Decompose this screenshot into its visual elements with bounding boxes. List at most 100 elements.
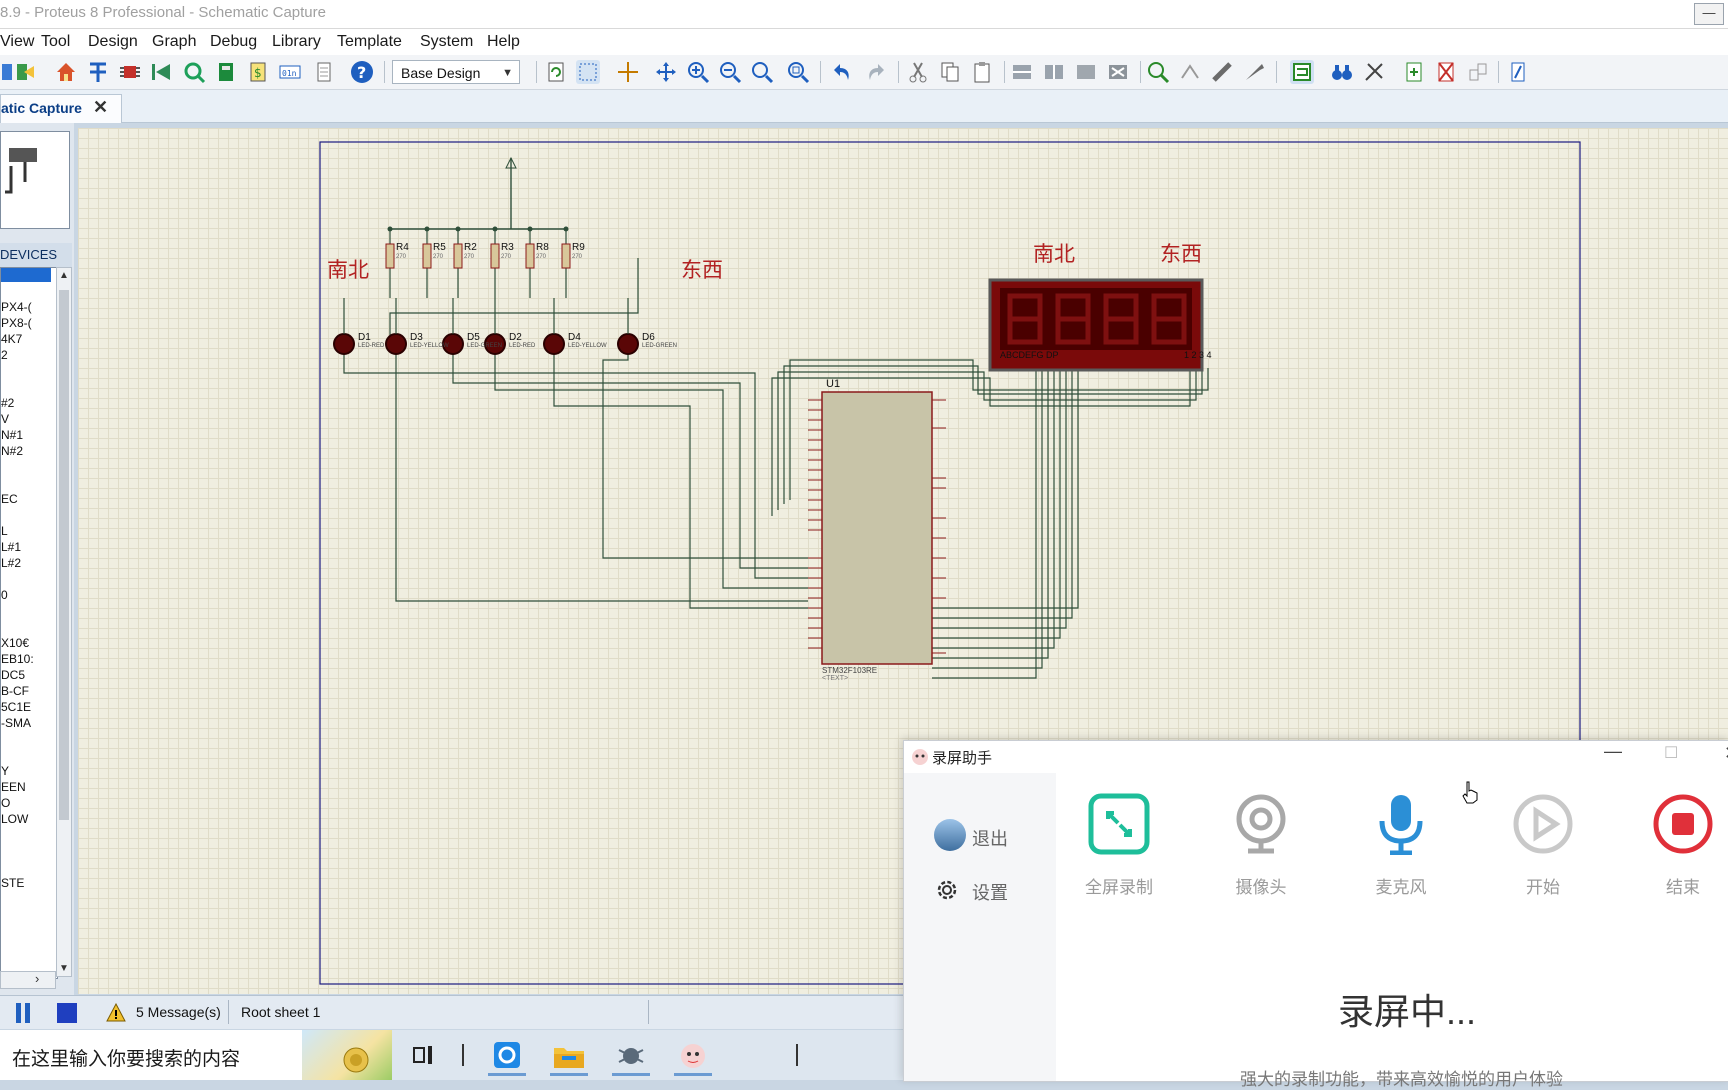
remove-sheet-icon[interactable] — [1434, 60, 1458, 84]
copy-icon[interactable] — [938, 60, 962, 84]
minimize-button[interactable]: — — [1694, 3, 1724, 25]
pick-device-icon[interactable] — [1146, 60, 1170, 84]
logout-link[interactable]: 退出 — [972, 829, 1008, 849]
device-list-hscroll[interactable]: › — [0, 971, 56, 989]
recorder-maximize-button[interactable]: ☐ — [1664, 745, 1679, 762]
camera-button[interactable]: 摄像头 — [1216, 791, 1306, 911]
zoom-all-icon[interactable] — [750, 60, 774, 84]
recorder-close-button[interactable]: ✕ — [1724, 743, 1728, 764]
avatar[interactable] — [934, 819, 966, 851]
zoom-in-icon[interactable] — [686, 60, 710, 84]
block-move-icon[interactable] — [1042, 60, 1066, 84]
variant-select[interactable]: Base Design ▼ — [392, 60, 520, 84]
device-list-item[interactable]: LOW — [1, 812, 29, 826]
search-tag-icon[interactable] — [1330, 60, 1354, 84]
settings-link[interactable]: 设置 — [972, 883, 1008, 903]
device-list-item[interactable]: N#2 — [1, 444, 24, 458]
device-list-item[interactable]: X10€ — [1, 636, 30, 650]
redo-icon[interactable] — [864, 60, 888, 84]
device-list-item[interactable]: O — [1, 796, 11, 810]
help-icon[interactable]: ? — [350, 60, 374, 84]
device-list-item[interactable]: EEN — [1, 780, 26, 794]
device-list-item[interactable]: N#1 — [1, 428, 24, 442]
device-list-item[interactable]: EC — [1, 492, 18, 506]
pause-icon[interactable] — [14, 1002, 34, 1024]
open-icon[interactable] — [0, 60, 24, 84]
warning-icon[interactable] — [106, 1002, 126, 1023]
packaging-icon[interactable] — [1210, 60, 1234, 84]
menu-view[interactable]: View — [0, 33, 35, 50]
decompose-icon[interactable] — [1242, 60, 1266, 84]
property-tool-icon[interactable] — [1362, 60, 1386, 84]
device-list-item[interactable]: -SMA — [1, 716, 31, 730]
grid-icon[interactable] — [576, 60, 600, 84]
device-list-item[interactable]: 0 — [1, 588, 8, 602]
paste-icon[interactable] — [970, 60, 994, 84]
device-list-item[interactable]: B-CF — [1, 684, 29, 698]
microphone-button[interactable]: 麦克风 — [1356, 791, 1446, 911]
menu-library[interactable]: Library — [272, 33, 321, 50]
device-list-item[interactable]: 2 — [1, 348, 8, 362]
netlist-icon[interactable] — [86, 60, 110, 84]
fullscreen-record-button[interactable]: 全屏录制 — [1074, 791, 1164, 911]
device-list-item[interactable]: EB10: — [1, 652, 34, 666]
gear-icon[interactable] — [934, 877, 960, 903]
taskbar-app-outlook[interactable] — [484, 1036, 530, 1076]
exit-parent-icon[interactable] — [1466, 60, 1490, 84]
stop-button[interactable]: 结束 — [1638, 791, 1728, 911]
start-button[interactable]: 开始 — [1498, 791, 1588, 911]
block-rotate-icon[interactable] — [1074, 60, 1098, 84]
menu-debug[interactable]: Debug — [210, 33, 258, 50]
home-icon[interactable] — [54, 60, 78, 84]
message-count[interactable]: 5 Message(s) — [136, 1004, 221, 1020]
cut-icon[interactable] — [906, 60, 930, 84]
device-list-item[interactable]: PX8-( — [1, 316, 32, 330]
device-list-item[interactable]: PX4-( — [1, 300, 32, 314]
device-list-item[interactable]: DC5 — [1, 668, 26, 682]
device-list-item[interactable]: 5C1E — [1, 700, 32, 714]
scroll-right-icon[interactable]: › — [35, 971, 40, 986]
scroll-up-icon[interactable]: ▲ — [59, 270, 69, 281]
bom-icon[interactable]: $ — [246, 60, 270, 84]
block-copy-icon[interactable] — [1010, 60, 1034, 84]
make-device-icon[interactable] — [1178, 60, 1202, 84]
binary-icon[interactable]: 01n — [278, 60, 302, 84]
zoom-out-icon[interactable] — [718, 60, 742, 84]
menu-tool[interactable]: Tool — [41, 33, 71, 50]
zoom-area-icon[interactable] — [786, 60, 810, 84]
import-icon[interactable] — [14, 60, 38, 84]
menu-help[interactable]: Help — [487, 33, 520, 50]
design-explorer-icon[interactable] — [1506, 60, 1530, 84]
menu-template[interactable]: Template — [337, 33, 402, 50]
taskbar-search[interactable]: 在这里输入你要搜索的内容 — [0, 1030, 392, 1080]
device-list-item[interactable]: Y — [1, 764, 10, 778]
new-sheet-icon[interactable] — [1402, 60, 1426, 84]
undo-icon[interactable] — [830, 60, 854, 84]
device-list-item[interactable]: 4K7 — [1, 332, 23, 346]
wire-autoroute-icon[interactable] — [1290, 60, 1314, 84]
probe-icon[interactable] — [182, 60, 206, 84]
menu-design[interactable]: Design — [88, 33, 138, 50]
schematic-drawing[interactable] — [78, 128, 1728, 994]
device-list-item[interactable]: #2 — [1, 396, 15, 410]
taskbar-app-recorder[interactable] — [670, 1036, 716, 1076]
taskbar-app-explorer[interactable] — [546, 1036, 592, 1076]
recorder-minimize-button[interactable]: — — [1604, 741, 1622, 761]
device-list-item[interactable]: L#2 — [1, 556, 22, 570]
pan-icon[interactable] — [654, 60, 678, 84]
overview-window[interactable] — [0, 131, 70, 229]
selected-device[interactable] — [1, 268, 51, 282]
tab-schematic-capture[interactable]: atic Capture ✕ — [0, 94, 122, 123]
device-list-item[interactable]: L — [1, 524, 8, 538]
menu-graph[interactable]: Graph — [152, 33, 197, 50]
document-icon[interactable] — [312, 60, 336, 84]
device-list-item[interactable]: L#1 — [1, 540, 22, 554]
scroll-down-icon[interactable]: ▼ — [59, 963, 69, 974]
device-list-item[interactable]: STE — [1, 876, 25, 890]
stop-icon[interactable] — [56, 1002, 78, 1024]
chip-icon[interactable] — [118, 60, 142, 84]
device-list-scrollbar[interactable]: ▲ ▼ — [56, 267, 72, 977]
menu-system[interactable]: System — [420, 33, 474, 50]
task-view-icon[interactable] — [402, 1036, 448, 1076]
